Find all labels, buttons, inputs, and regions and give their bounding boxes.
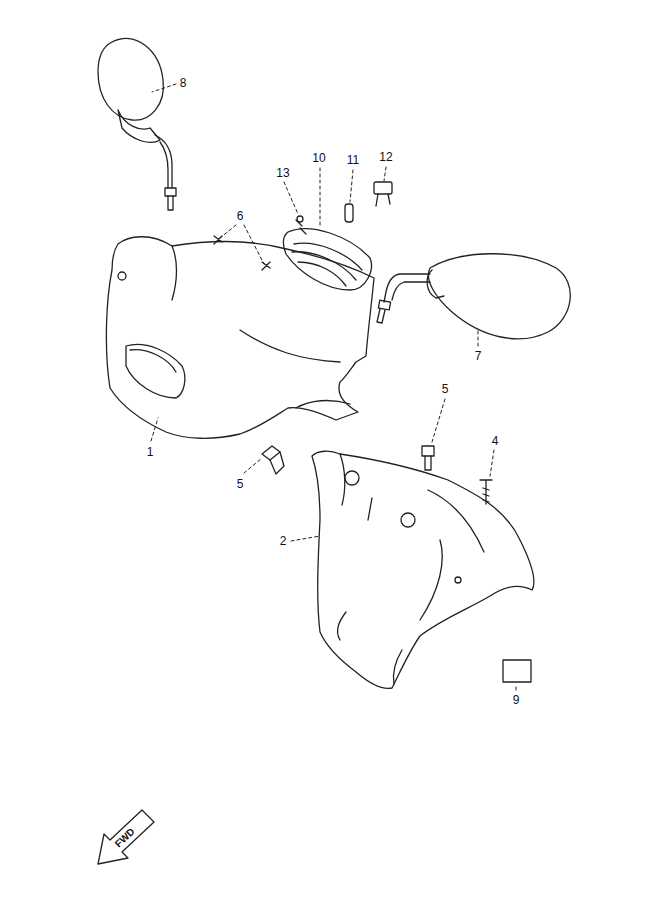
callout-number: 2 — [279, 535, 288, 547]
callout-number: 1 — [146, 446, 155, 458]
label-plate — [503, 660, 531, 682]
callout-number: 5 — [236, 478, 245, 490]
callout-number: 5 — [441, 383, 450, 395]
callout-number: 12 — [378, 151, 393, 163]
callout-number: 7 — [474, 350, 483, 362]
callout-number: 10 — [311, 152, 326, 164]
lamp-assembly — [284, 182, 392, 290]
callout-number: 13 — [275, 167, 290, 179]
forward-arrow — [98, 810, 154, 864]
leader-lines — [151, 84, 516, 690]
front-cover — [106, 236, 374, 438]
inner-cover — [312, 451, 534, 688]
callout-number: 8 — [179, 77, 188, 89]
callout-number: 4 — [491, 435, 500, 447]
callout-number: 9 — [512, 694, 521, 706]
bolts — [262, 446, 492, 504]
left-mirror — [98, 38, 176, 210]
right-mirror — [377, 254, 570, 339]
callout-number: 6 — [236, 210, 245, 222]
direction-label: FWD — [113, 826, 138, 850]
callout-number: 11 — [346, 154, 360, 166]
